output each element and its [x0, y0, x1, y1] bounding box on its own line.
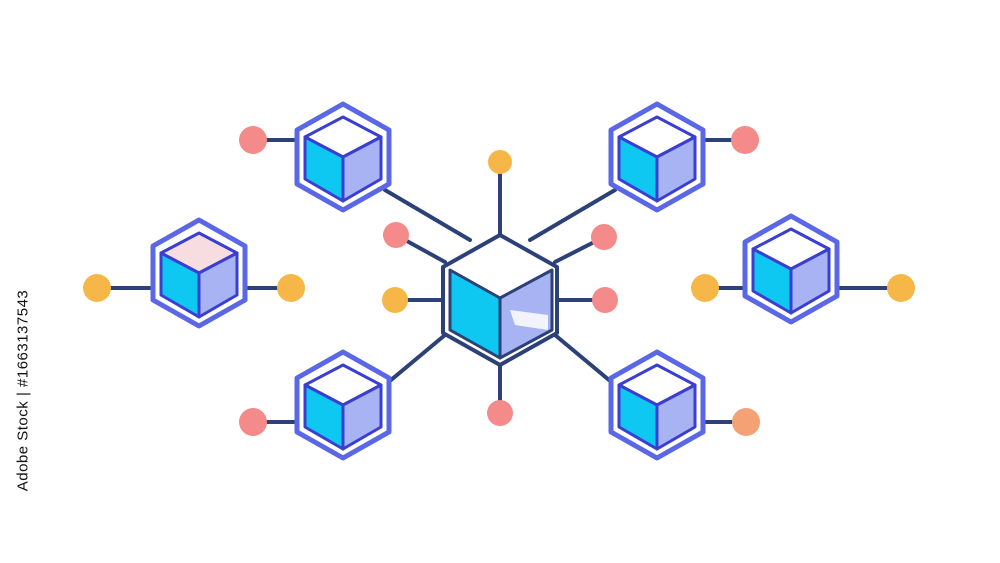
endpoint-dot-icon — [488, 150, 512, 174]
endpoint-dot-icon — [487, 400, 513, 426]
edge-hub-bottom-left — [383, 333, 447, 387]
central-hub-cube-icon — [441, 233, 559, 367]
endpoint-dot-icon — [691, 274, 719, 302]
block-cube-icon — [294, 349, 392, 461]
endpoint-dot-icon — [239, 126, 267, 154]
edge-hub-top-left — [383, 188, 472, 242]
endpoint-dot-icon — [592, 287, 618, 313]
cube-side-face — [341, 135, 383, 203]
endpoint-dot-icon — [591, 224, 617, 250]
endpoint-dot-icon — [83, 274, 111, 302]
edge-hub-bottom-right — [553, 333, 617, 387]
endpoint-dot-icon — [732, 408, 760, 436]
cube-side-face — [655, 135, 697, 203]
block-cube-icon — [742, 213, 840, 325]
cube-side-face — [655, 383, 697, 451]
block-cube-icon — [150, 217, 248, 329]
hub-side-highlight — [510, 310, 548, 330]
endpoint-dot-icon — [887, 274, 915, 302]
cube-side-face — [197, 251, 239, 319]
stock-id-watermark: Adobe Stock | #1663137543 — [8, 289, 38, 491]
block-cube-icon — [294, 101, 392, 213]
stock-id-text: Adobe Stock | #1663137543 — [14, 289, 32, 491]
edge-hub-top-right — [528, 188, 617, 242]
endpoint-dot-icon — [277, 274, 305, 302]
cube-side-face — [341, 383, 383, 451]
endpoint-dot-icon — [239, 408, 267, 436]
block-cube-icon — [608, 101, 706, 213]
endpoint-dots — [83, 126, 915, 436]
block-cube-icon — [608, 349, 706, 461]
cube-side-face — [789, 247, 831, 315]
endpoint-dot-icon — [731, 126, 759, 154]
endpoint-dot-icon — [383, 222, 409, 248]
endpoint-dot-icon — [382, 287, 408, 313]
